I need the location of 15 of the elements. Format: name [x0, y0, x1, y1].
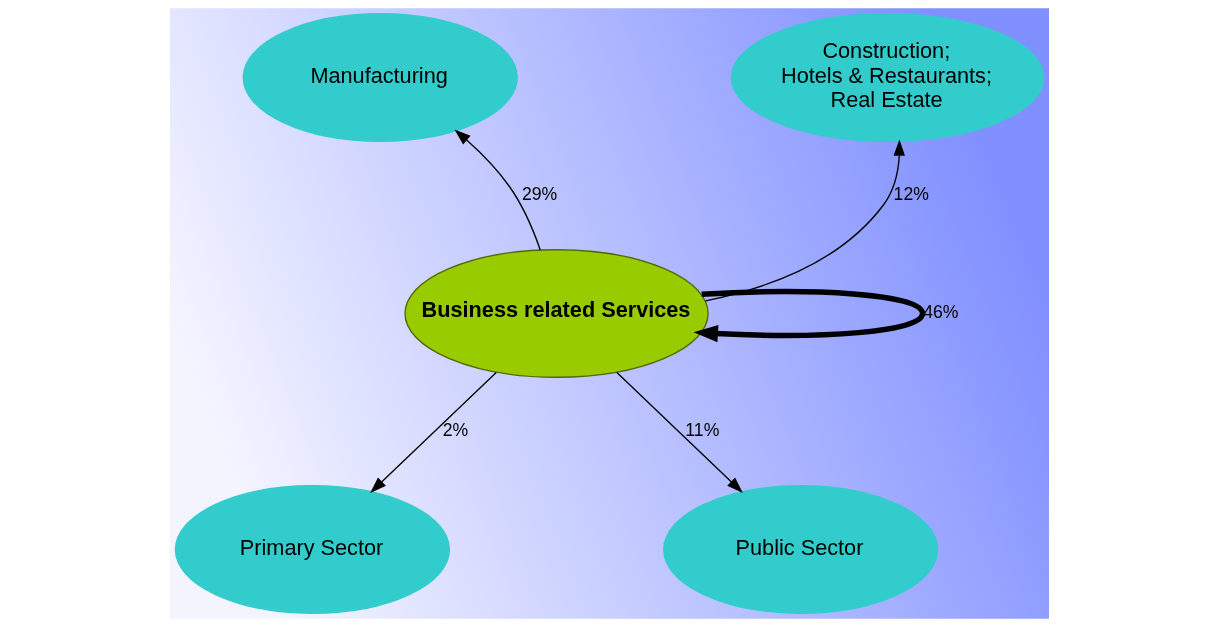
- node-ellipse: Primary Sector: [174, 485, 450, 614]
- edge-label: 29%: [521, 184, 557, 205]
- edge-label: 12%: [893, 184, 929, 205]
- arrow: [369, 371, 497, 493]
- arrow: [615, 371, 743, 493]
- node-ellipse: Business related Services: [403, 249, 709, 378]
- node-ellipse: Construction; Hotels & Restaurants; Real Estate: [730, 13, 1044, 142]
- edge-label: 11%: [684, 420, 719, 441]
- node-ellipse: Public Sector: [662, 485, 938, 614]
- arrow: [693, 288, 925, 343]
- edge-label: 46%: [922, 302, 959, 323]
- node-ellipse: Manufacturing: [242, 13, 518, 142]
- edge-label: 2%: [442, 420, 468, 441]
- arrow: [453, 129, 541, 251]
- arrow: [704, 139, 905, 302]
